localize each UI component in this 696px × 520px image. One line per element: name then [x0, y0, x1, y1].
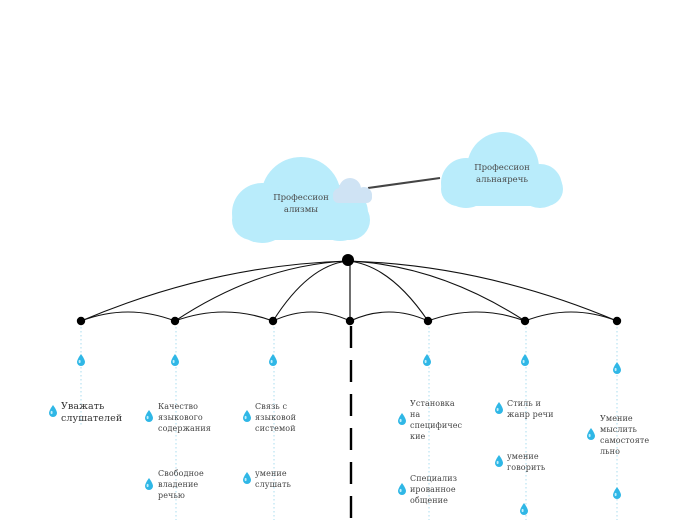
water-drop-shine [50, 410, 53, 415]
water-drop-icon [423, 354, 431, 366]
leaf-text[interactable]: Стиль и жанр речи [507, 399, 554, 419]
water-drop-icon [243, 410, 251, 422]
water-drop-shine [78, 359, 81, 364]
water-drop-icon [77, 354, 85, 366]
leaf-text[interactable]: Свободное владение речью [158, 469, 204, 500]
water-drop-icon [613, 362, 621, 374]
water-drop-shape [495, 402, 503, 414]
canopy-scallop [349, 311, 429, 322]
water-drop-shine [424, 359, 427, 364]
central-topic-cloud[interactable] [232, 157, 370, 243]
water-drop-icon [613, 487, 621, 499]
water-drop-shape [587, 428, 595, 440]
leaf-text[interactable]: Качество языкового содержания [158, 402, 211, 433]
water-drop-shape [145, 478, 153, 490]
water-drop-icon [495, 402, 503, 414]
water-drop-shape [521, 354, 529, 366]
water-drop-shape [77, 354, 85, 366]
canopy-rib [347, 260, 429, 322]
water-drop-shine [496, 460, 499, 465]
water-drop-icon [521, 354, 529, 366]
canopy-rib [174, 260, 349, 322]
water-drop-shine [172, 359, 175, 364]
canopy-scallop [174, 311, 274, 322]
canopy-scallop [427, 311, 526, 322]
canopy-rib [272, 260, 349, 322]
leaf-text[interactable]: умение слушать [255, 469, 291, 489]
water-drop-shape [613, 487, 621, 499]
leaf-text[interactable]: Умение мыслить самостояте льно [600, 414, 650, 456]
water-drop-icon [269, 354, 277, 366]
secondary-topic-label: Профессион альнаяречь [474, 163, 530, 185]
water-drop-shape [171, 354, 179, 366]
water-drop-shape [495, 455, 503, 467]
water-drop-shape [613, 362, 621, 374]
water-drop-shape [398, 483, 406, 495]
water-drop-icon [495, 455, 503, 467]
water-drop-shine [146, 483, 149, 488]
water-drop-icon [398, 483, 406, 495]
canopy-rib [347, 260, 526, 322]
canopy-scallop [524, 311, 618, 322]
branch-node [612, 316, 622, 326]
water-drop-shine [270, 359, 273, 364]
water-drop-icon [145, 410, 153, 422]
water-drop-shine [399, 418, 402, 423]
water-drop-shape [145, 410, 153, 422]
branch-node [345, 316, 355, 326]
canopy-scallop [80, 311, 176, 322]
water-drop-shape [269, 354, 277, 366]
leaf-text[interactable]: Связь с языковой системой [255, 402, 297, 433]
leaf-text[interactable]: Уважать слушателей [61, 401, 123, 424]
canopy-scallop [272, 311, 351, 322]
canopy-rib [347, 260, 618, 322]
branch-node [423, 316, 433, 326]
water-drop-icon [398, 413, 406, 425]
water-drop-shape [520, 503, 528, 515]
central-topic-label: Профессион ализмы [273, 193, 329, 215]
hub-node [342, 254, 354, 266]
water-drop-shine [244, 477, 247, 482]
branch-node [170, 316, 180, 326]
water-drop-shine [614, 492, 617, 497]
water-drop-icon [520, 503, 528, 515]
water-drop-shine [146, 415, 149, 420]
water-drop-icon [145, 478, 153, 490]
branch-node [76, 316, 86, 326]
leaf-text[interactable]: умение говорить [507, 452, 546, 472]
branch-nodes [76, 316, 622, 326]
canopy-rib [80, 260, 349, 322]
canopy-lines [80, 260, 618, 322]
water-drop-shape [243, 410, 251, 422]
branch-node [520, 316, 530, 326]
cloud-connector-line [367, 177, 441, 189]
water-drop-shape [398, 413, 406, 425]
water-drop-shine [614, 367, 617, 372]
water-drop-icon [243, 472, 251, 484]
water-drop-shine [496, 407, 499, 412]
water-drop-icon [49, 405, 57, 417]
water-drop-shine [244, 415, 247, 420]
water-drop-shine [521, 508, 524, 513]
water-drop-icon [171, 354, 179, 366]
small-cloud-icon [333, 178, 372, 203]
water-drop-shine [588, 433, 591, 438]
drop-icons [49, 354, 621, 515]
water-drop-shine [522, 359, 525, 364]
leaf-text[interactable]: Установка на специфичес кие [410, 399, 463, 441]
branch-node [268, 316, 278, 326]
water-drop-shape [49, 405, 57, 417]
water-drop-shape [423, 354, 431, 366]
water-drop-icon [587, 428, 595, 440]
secondary-topic-cloud[interactable] [441, 132, 563, 208]
leaf-text[interactable]: Специализ ированное общение [410, 474, 458, 505]
water-drop-shape [243, 472, 251, 484]
water-drop-shine [399, 488, 402, 493]
